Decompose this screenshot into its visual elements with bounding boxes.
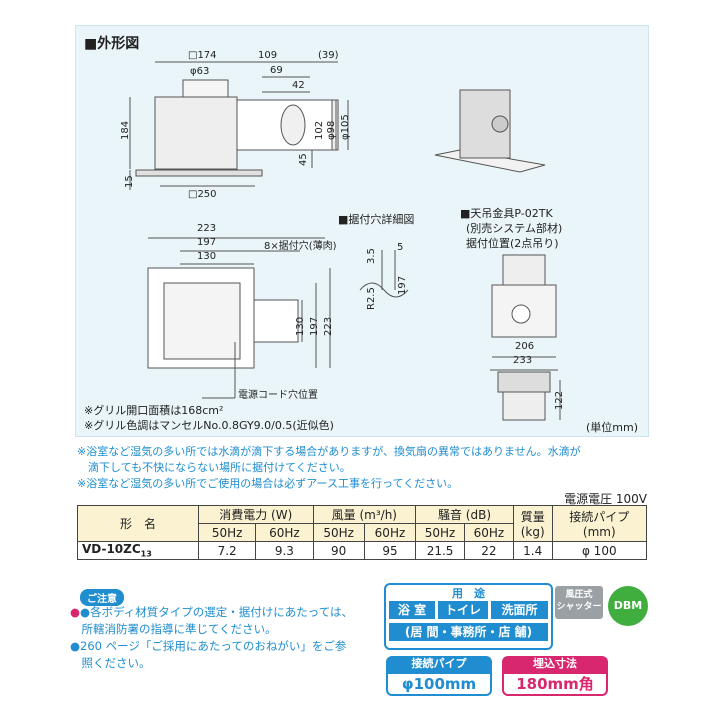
dbm-badge: DBM (608, 586, 648, 626)
header-pipe: 接続パイプ(mm) (551, 505, 648, 542)
dim-233: 233 (513, 355, 533, 366)
dim-r2-5: R2.5 (366, 287, 377, 310)
notice-line-1: ●●各ボディ材質タイプの選定・据付けにあたっては、 (70, 605, 353, 619)
dim-v130: 130 (295, 316, 306, 336)
dim-39: (39) (318, 50, 339, 61)
notice-badge: ご注意 (80, 589, 124, 606)
noise-50hz: 21.5 (415, 541, 465, 560)
shutter-badge: 風圧式シャッター (555, 586, 603, 619)
pipe-badge-label: 接続パイプ (386, 656, 492, 672)
dim-v223: 223 (323, 316, 334, 336)
header-noise-60hz: 60Hz (464, 523, 514, 542)
unit-label: (単位mm) (586, 421, 639, 434)
voltage-label: 電源電圧 100V (564, 492, 647, 506)
model-name: VD-10ZC13 (77, 541, 199, 560)
hanger-position: 据付位置(2点吊り) (466, 237, 559, 250)
header-mass: 質量(kg) (512, 505, 553, 542)
mass-value: 1.4 (512, 541, 553, 560)
header-air-50hz: 50Hz (312, 523, 365, 542)
hanger-title: ■天吊金具P-02TK (460, 207, 553, 220)
grill-note-color: ※グリル色調はマンセルNo.0.8GY9.0/0.5(近似色) (84, 419, 334, 432)
spec-table: 形 名 消費電力 (W) 風量 (m³/h) 騒音 (dB) 質量(kg) 接続… (77, 505, 648, 560)
notice-line-2: 所轄消防署の指導に準じてください。 (70, 622, 277, 636)
grill-side (135, 169, 263, 177)
dim-sq174: □174 (188, 50, 217, 61)
noise-60hz: 22 (464, 541, 514, 560)
header-noise-50hz: 50Hz (415, 523, 465, 542)
usage-box: 用 途 浴 室 トイレ 洗面所 (居 間・事務所・店 舗) (384, 583, 553, 650)
dim-v197: 197 (309, 316, 320, 336)
dim-184: 184 (120, 120, 131, 140)
mount-holes-label: 8×据付穴(薄肉) (264, 241, 337, 252)
notice-line-3: ●260 ページ「ご採用にあたってのおねがい」をご参 (70, 639, 347, 653)
usage-title: 用 途 (452, 587, 485, 600)
motor-housing (182, 79, 229, 98)
embed-badge-value: 180mm角 (502, 672, 608, 696)
dim-phi98: φ98 (326, 120, 337, 140)
warning-line-2: 滴下しても不快にならない場所に据付けてください。 (77, 461, 351, 474)
dim-197: 197 (197, 237, 217, 248)
power-50hz: 7.2 (197, 541, 257, 560)
header-power-50hz: 50Hz (197, 523, 257, 542)
dim-69: 69 (270, 65, 283, 76)
dim-3-5: 3.5 (366, 248, 377, 264)
dim-hole-197: 197 (397, 275, 408, 295)
fan-body-side (154, 96, 238, 170)
pipe-badge-value: φ100mm (386, 672, 492, 696)
warning-line-1: ※浴室など湿気の多い所では水滴が滴下する場合がありますが、換気扇の異常ではありま… (77, 445, 581, 458)
dim-206: 206 (515, 341, 535, 352)
dim-122: 122 (554, 390, 565, 410)
dim-42: 42 (292, 80, 305, 91)
dim-15: 15 (124, 175, 135, 188)
embed-badge-label: 埋込寸法 (502, 656, 608, 672)
usage-bathroom: 浴 室 (389, 601, 435, 619)
grill-note-area: ※グリル開口面積は168cm² (84, 404, 224, 417)
header-power-60hz: 60Hz (255, 523, 314, 542)
dim-130: 130 (197, 251, 217, 262)
dim-45: 45 (298, 153, 309, 166)
pipe-value: φ 100 (551, 541, 648, 560)
embed-badge: 埋込寸法 180mm角 (502, 656, 608, 696)
airflow-60hz: 95 (363, 541, 417, 560)
dim-109: 109 (258, 50, 278, 61)
hole-detail-title: ■据付穴詳細図 (338, 213, 415, 226)
power-60hz: 9.3 (255, 541, 314, 560)
usage-toilet: トイレ (438, 601, 488, 619)
pipe-badge: 接続パイプ φ100mm (386, 656, 492, 696)
dim-phi63: φ63 (190, 66, 210, 77)
section-title: ■外形図 (84, 36, 140, 52)
header-airflow: 風量 (m³/h) (312, 505, 417, 524)
airflow-50hz: 90 (312, 541, 365, 560)
dim-102: 102 (314, 120, 325, 140)
cord-hole-label: 電源コード穴位置 (238, 390, 318, 401)
dim-sq250: □250 (188, 189, 217, 200)
dim-5: 5 (397, 242, 404, 253)
header-model: 形 名 (77, 505, 199, 542)
warning-line-3: ※浴室など湿気の多い所でご使用の場合は必ずアース工事を行ってください。 (77, 477, 459, 490)
header-noise: 騒音 (dB) (415, 505, 514, 524)
usage-living: (居 間・事務所・店 舗) (389, 623, 548, 641)
hanger-note: (別売システム部材) (466, 222, 563, 235)
notice-line-4: 照ください。 (70, 656, 151, 670)
header-power: 消費電力 (W) (198, 505, 314, 524)
header-air-60hz: 60Hz (363, 523, 417, 542)
dim-223: 223 (197, 223, 217, 234)
table-row: VD-10ZC13 7.2 9.3 90 95 21.5 22 1.4 φ 10… (77, 541, 648, 560)
usage-washroom: 洗面所 (491, 601, 548, 619)
dim-phi105: φ105 (340, 114, 351, 140)
